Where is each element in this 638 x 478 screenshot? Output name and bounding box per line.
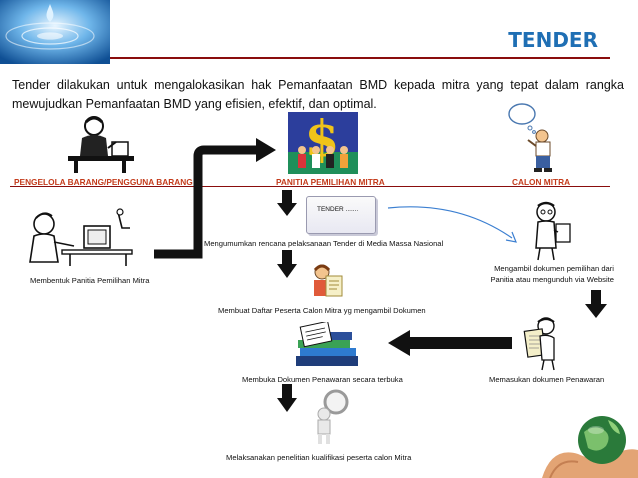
role-label-calon: CALON MITRA <box>512 177 571 187</box>
intro-paragraph: Tender dilakukan untuk mengalokasikan ha… <box>12 78 624 111</box>
step-memasukan-dokumen: Memasukan dokumen Penawaran <box>489 375 605 384</box>
man-computer-illustration <box>29 208 133 266</box>
role-label-pengelola: PENGELOLA BARANG/PENGGUNA BARANG <box>14 177 193 187</box>
step-membuat-daftar: Membuat Daftar Peserta Calon Mitra yg me… <box>218 306 426 315</box>
role-header-rule <box>10 186 610 187</box>
water-drop-image <box>0 0 110 64</box>
step-membuka-dokumen: Membuka Dokumen Penawaran secara terbuka <box>242 375 403 384</box>
man-holding-document-illustration <box>523 317 555 371</box>
page-title: TENDER <box>508 28 598 52</box>
elbow-flow-arrow <box>154 138 276 259</box>
role-label-panitia: PANITIA PEMILIHAN MITRA <box>276 177 385 187</box>
curved-link-arrow <box>387 206 517 243</box>
magnifier-figure-illustration <box>317 389 349 444</box>
step-mengambil-dokumen-line-1: Mengambil dokumen pemilihan dari <box>494 264 614 273</box>
title-rule <box>110 57 610 59</box>
down-arrow-3 <box>277 384 297 412</box>
step-membentuk-panitia: Membentuk Panitia Pemilihan Mitra <box>30 276 150 285</box>
man-reading-document-illustration <box>535 201 571 261</box>
step-mengambil-dokumen-line-2: Panitia atau mengunduh via Website <box>490 275 614 284</box>
person-reading-illustration <box>313 264 343 297</box>
globe-hands-image <box>542 406 638 478</box>
step-mengumumkan: Mengumumkan rencana pelaksanaan Tender d… <box>204 239 444 248</box>
down-arrow-1 <box>277 190 297 216</box>
svg-text:$: $ <box>305 112 340 168</box>
thinking-candidate-illustration <box>508 103 552 172</box>
step-melaksanakan-penelitian: Melaksanakan penelitian kualifikasi pese… <box>226 453 412 462</box>
official-desk-illustration <box>68 116 134 173</box>
committee-illustration: $ <box>288 112 358 174</box>
down-arrow-calon <box>585 290 607 318</box>
tender-document: TENDER ....... <box>306 196 376 234</box>
tender-document-text: TENDER ....... <box>317 206 359 213</box>
down-arrow-2 <box>277 250 297 278</box>
document-stack-illustration <box>296 322 358 366</box>
left-arrow-submit <box>388 330 512 356</box>
